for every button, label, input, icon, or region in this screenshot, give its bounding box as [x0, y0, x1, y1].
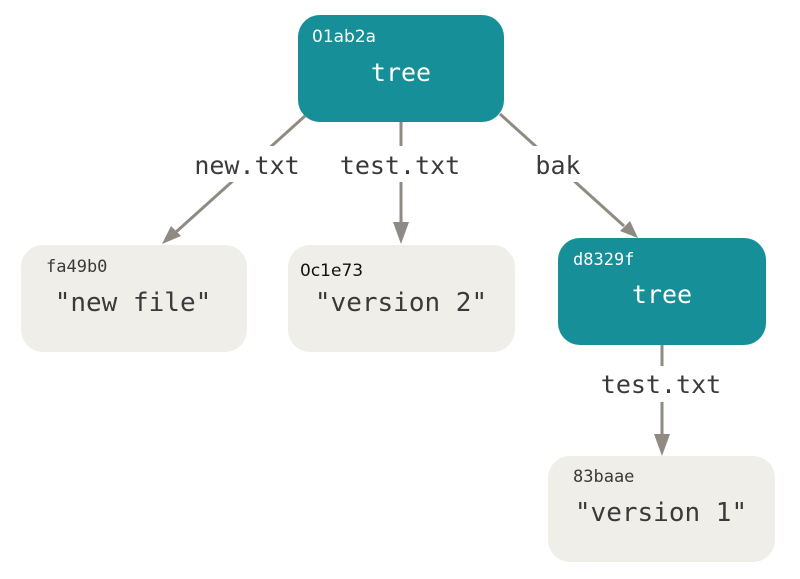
node-hash: 83baae [573, 467, 634, 487]
node-type: tree [371, 58, 431, 87]
edge-root-to-version-2 [393, 122, 409, 244]
arrowhead-icon [393, 222, 409, 244]
arrowhead-icon [654, 434, 670, 456]
edge-label-new-txt: new.txt [194, 151, 299, 180]
node-content: "new file" [55, 288, 212, 318]
edge-label-test-txt: test.txt [340, 151, 460, 180]
edge-label-bak-test-txt: test.txt [601, 370, 721, 399]
node-hash: d8329f [573, 250, 634, 270]
node-hash: 01ab2a [312, 27, 376, 47]
node-bak-tree: d8329f tree [558, 238, 766, 345]
arrowhead-icon [162, 226, 181, 244]
node-blob-version-1: 83baae "version 1" [548, 456, 775, 562]
edge-label-bak: bak [535, 151, 580, 180]
node-content: "version 2" [315, 288, 487, 318]
node-hash: 0c1e73 [300, 261, 363, 281]
node-content: "version 1" [575, 498, 747, 528]
node-hash: fa49b0 [46, 257, 107, 277]
arrowhead-icon [620, 221, 638, 238]
node-root-tree: 01ab2a tree [298, 15, 504, 122]
node-type: tree [632, 280, 692, 309]
node-blob-new-file: fa49b0 "new file" [21, 245, 247, 352]
node-blob-version-2: 0c1e73 "version 2" [288, 245, 515, 352]
